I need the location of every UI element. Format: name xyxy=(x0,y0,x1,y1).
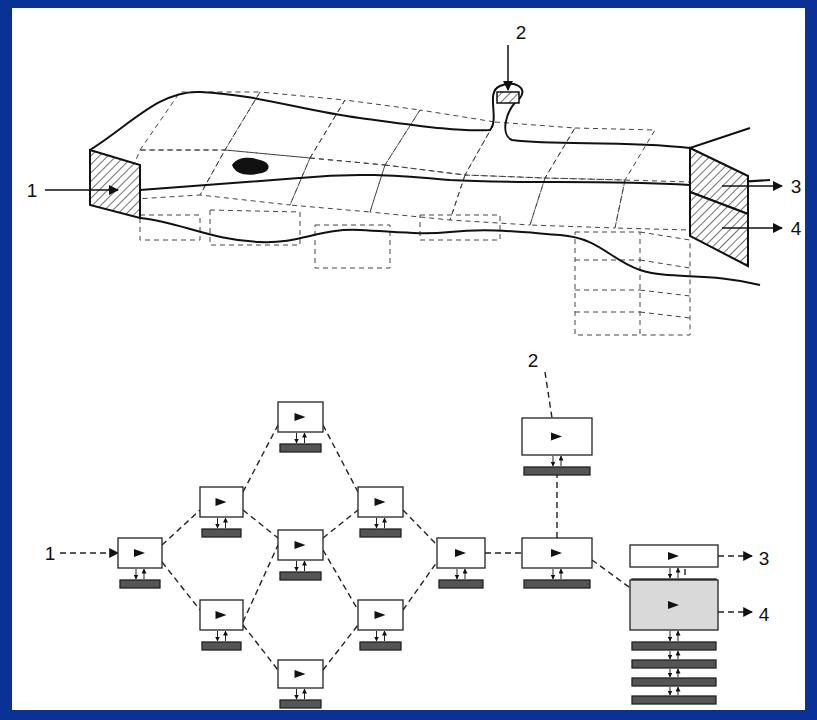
exchange-arrow xyxy=(304,433,305,443)
callout-number: 3 xyxy=(757,548,772,569)
exchange-arrow xyxy=(296,433,297,443)
sediment-layer xyxy=(202,529,241,537)
exchange-arrow xyxy=(136,569,137,579)
exchange-arrow xyxy=(670,631,671,641)
exchange-arrow xyxy=(678,669,679,677)
exchange-arrow xyxy=(384,631,385,641)
exchange-arrow xyxy=(678,568,679,578)
compartment-box xyxy=(278,402,323,432)
exchange-arrow xyxy=(376,518,377,528)
exchange-arrow xyxy=(225,631,226,641)
exchange-arrow xyxy=(457,569,458,579)
exchange-arrow xyxy=(678,651,679,659)
exchange-arrow xyxy=(670,687,671,695)
flow-arrowhead xyxy=(375,611,386,619)
flow-arrowhead xyxy=(551,433,562,441)
exchange-arrow xyxy=(217,631,218,641)
sediment-layer xyxy=(120,580,160,588)
sediment-layer xyxy=(524,580,590,588)
compartment-box xyxy=(630,545,718,567)
sediment-layer xyxy=(280,444,321,452)
callout-number: 2 xyxy=(514,22,529,43)
exchange-arrow xyxy=(217,518,218,528)
sediment-layer xyxy=(360,529,401,537)
exchange-arrow xyxy=(561,456,562,466)
exchange-arrow xyxy=(561,569,562,579)
exchange-arrow xyxy=(225,518,226,528)
sediment-layer xyxy=(202,642,241,650)
flow-arrowhead xyxy=(455,549,466,557)
exchange-arrow xyxy=(553,456,554,466)
sediment-layer xyxy=(280,700,321,708)
flow-arrowhead xyxy=(295,413,306,421)
sediment-layer xyxy=(360,642,401,650)
sediment-layer xyxy=(524,467,590,475)
callout-number: 3 xyxy=(789,176,804,197)
exchange-arrow xyxy=(376,631,377,641)
compartment-box xyxy=(118,538,162,568)
flow-arrowhead xyxy=(668,552,679,560)
flow-arrowhead xyxy=(551,549,562,557)
exchange-arrow xyxy=(465,569,466,579)
compartment-box xyxy=(522,418,592,455)
exchange-arrow xyxy=(304,689,305,699)
exchange-arrow xyxy=(553,569,554,579)
compartment-box xyxy=(630,580,718,630)
sediment-layer xyxy=(632,660,716,668)
sediment-layer xyxy=(632,696,716,704)
exchange-arrow xyxy=(670,651,671,659)
callout-number: 1 xyxy=(25,180,40,201)
exchange-arrow xyxy=(304,561,305,571)
sediment-layer xyxy=(280,572,321,580)
exchange-arrow xyxy=(296,561,297,571)
compartment-box xyxy=(200,600,243,630)
exchange-arrow xyxy=(678,631,679,641)
callout-number: 2 xyxy=(526,350,541,371)
exchange-arrow xyxy=(670,568,671,578)
flow-arrowhead xyxy=(134,549,145,557)
flow-arrowhead xyxy=(216,611,227,619)
compartment-box xyxy=(200,487,243,517)
compartment-box xyxy=(437,538,485,568)
exchange-arrow xyxy=(296,689,297,699)
compartment-box xyxy=(278,530,323,560)
exchange-arrow xyxy=(670,669,671,677)
callout-number: 4 xyxy=(757,604,772,625)
exchange-arrow xyxy=(144,569,145,579)
flow-arrowhead xyxy=(295,670,306,678)
flow-arrowhead xyxy=(668,601,679,609)
exchange-arrow xyxy=(384,518,385,528)
compartment-box xyxy=(278,660,323,688)
sediment-layer xyxy=(632,642,716,650)
flow-arrowhead xyxy=(295,541,306,549)
compartment-box xyxy=(358,487,403,517)
flow-arrowhead xyxy=(216,498,227,506)
sediment-layer xyxy=(632,678,716,686)
compartment-box xyxy=(358,600,403,630)
callout-number: 1 xyxy=(43,543,58,564)
compartment-box xyxy=(522,538,592,568)
flow-arrowhead xyxy=(375,498,386,506)
exchange-arrow xyxy=(678,687,679,695)
callout-number: 4 xyxy=(789,218,804,239)
sediment-layer xyxy=(439,580,483,588)
